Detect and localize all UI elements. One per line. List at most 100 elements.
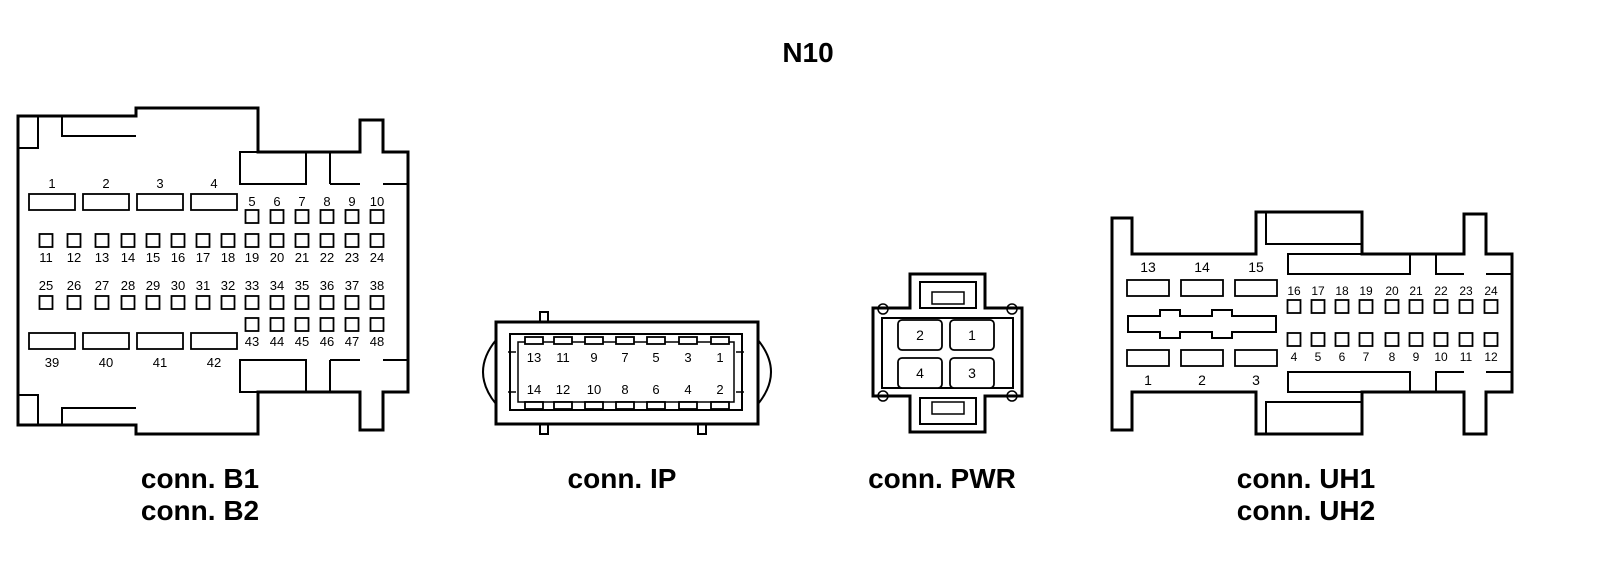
- pin-cell-ip-4: [678, 401, 698, 410]
- pin-label-uh-16: 16: [1287, 284, 1301, 298]
- pin-cell-uh-4: [1286, 332, 1302, 347]
- pin-cell-ip-7: [615, 336, 635, 345]
- pin-cell-b-7: [294, 209, 310, 224]
- pin-label-b-4: 4: [210, 176, 217, 191]
- pin-cell-uh-14: [1180, 279, 1224, 297]
- pin-cell-uh-21: [1408, 299, 1424, 314]
- pin-label-b-43: 43: [245, 334, 259, 349]
- pin-cell-b-4: [190, 193, 238, 211]
- pin-label-b-14: 14: [121, 250, 135, 265]
- pin-cell-b-41: [136, 332, 184, 350]
- pin-label-b-19: 19: [245, 250, 259, 265]
- pin-cell-pwr-4: [897, 357, 943, 389]
- pin-cell-uh-22: [1433, 299, 1449, 314]
- pin-label-ip-4: 4: [684, 382, 691, 397]
- pin-label-ip-13: 13: [527, 350, 541, 365]
- pin-label-uh-10: 10: [1434, 350, 1448, 364]
- pin-cell-b-43: [244, 317, 260, 332]
- pin-cell-b-2: [82, 193, 130, 211]
- pin-label-b-17: 17: [196, 250, 210, 265]
- pin-cell-ip-10: [584, 401, 604, 410]
- pin-label-b-30: 30: [171, 278, 185, 293]
- connector-ip-housing: [482, 311, 772, 435]
- pin-cell-b-34: [269, 295, 285, 310]
- pin-label-b-26: 26: [67, 278, 81, 293]
- pin-cell-b-40: [82, 332, 130, 350]
- pin-label-ip-6: 6: [652, 382, 659, 397]
- pin-cell-uh-7: [1358, 332, 1374, 347]
- pin-cell-b-15: [145, 233, 161, 248]
- pin-label-b-40: 40: [99, 355, 113, 370]
- pin-cell-b-39: [28, 332, 76, 350]
- pin-label-b-5: 5: [248, 194, 255, 209]
- pin-label-ip-5: 5: [652, 350, 659, 365]
- pin-label-uh-11: 11: [1460, 350, 1473, 364]
- pin-label-b-11: 11: [39, 250, 53, 265]
- pin-cell-b-36: [319, 295, 335, 310]
- pin-cell-b-32: [220, 295, 236, 310]
- pin-cell-b-5: [244, 209, 260, 224]
- pin-label-uh-1: 1: [1144, 372, 1152, 388]
- pin-label-ip-10: 10: [587, 382, 601, 397]
- pin-label-ip-3: 3: [684, 350, 691, 365]
- pin-cell-b-18: [220, 233, 236, 248]
- pin-label-b-31: 31: [196, 278, 210, 293]
- pin-cell-b-19: [244, 233, 260, 248]
- pin-label-b-41: 41: [153, 355, 167, 370]
- pin-label-uh-2: 2: [1198, 372, 1206, 388]
- pin-cell-b-10: [369, 209, 385, 224]
- pin-cell-b-11: [38, 233, 54, 248]
- pin-label-b-28: 28: [121, 278, 135, 293]
- pin-cell-b-37: [344, 295, 360, 310]
- pin-label-b-46: 46: [320, 334, 334, 349]
- pin-label-b-36: 36: [320, 278, 334, 293]
- pin-cell-b-6: [269, 209, 285, 224]
- pin-label-b-45: 45: [295, 334, 309, 349]
- pin-cell-b-20: [269, 233, 285, 248]
- pin-label-b-27: 27: [95, 278, 109, 293]
- pin-label-b-13: 13: [95, 250, 109, 265]
- pin-label-b-44: 44: [270, 334, 284, 349]
- pin-label-uh-23: 23: [1459, 284, 1473, 298]
- pin-label-b-9: 9: [348, 194, 355, 209]
- pin-cell-uh-20: [1384, 299, 1400, 314]
- pin-label-uh-5: 5: [1315, 350, 1322, 364]
- pin-label-b-34: 34: [270, 278, 284, 293]
- pin-cell-uh-11: [1458, 332, 1474, 347]
- pin-label-uh-12: 12: [1484, 350, 1498, 364]
- pin-cell-b-42: [190, 332, 238, 350]
- pin-cell-b-22: [319, 233, 335, 248]
- pin-label-b-22: 22: [320, 250, 334, 265]
- pin-label-b-48: 48: [370, 334, 384, 349]
- pin-label-uh-15: 15: [1248, 259, 1264, 275]
- pin-cell-ip-13: [524, 336, 544, 345]
- pin-label-b-25: 25: [39, 278, 53, 293]
- connector-pwr-caption: conn. PWR: [868, 463, 1016, 494]
- pin-label-uh-24: 24: [1484, 284, 1498, 298]
- pin-label-ip-2: 2: [716, 382, 723, 397]
- pin-label-ip-1: 1: [716, 350, 723, 365]
- pin-label-uh-19: 19: [1359, 284, 1373, 298]
- pin-label-ip-8: 8: [621, 382, 628, 397]
- pin-label-b-12: 12: [67, 250, 81, 265]
- pin-label-ip-7: 7: [621, 350, 628, 365]
- pin-cell-pwr-1: [949, 319, 995, 351]
- pin-cell-uh-12: [1483, 332, 1499, 347]
- pin-label-b-18: 18: [221, 250, 235, 265]
- pin-cell-uh-17: [1310, 299, 1326, 314]
- pin-cell-uh-24: [1483, 299, 1499, 314]
- pin-cell-uh-6: [1334, 332, 1350, 347]
- pin-label-ip-12: 12: [556, 382, 570, 397]
- pin-label-ip-9: 9: [590, 350, 597, 365]
- pin-cell-b-3: [136, 193, 184, 211]
- pin-label-uh-22: 22: [1434, 284, 1448, 298]
- pin-label-b-6: 6: [273, 194, 280, 209]
- pin-label-b-24: 24: [370, 250, 384, 265]
- pin-label-uh-20: 20: [1385, 284, 1399, 298]
- pin-cell-b-44: [269, 317, 285, 332]
- pin-label-b-23: 23: [345, 250, 359, 265]
